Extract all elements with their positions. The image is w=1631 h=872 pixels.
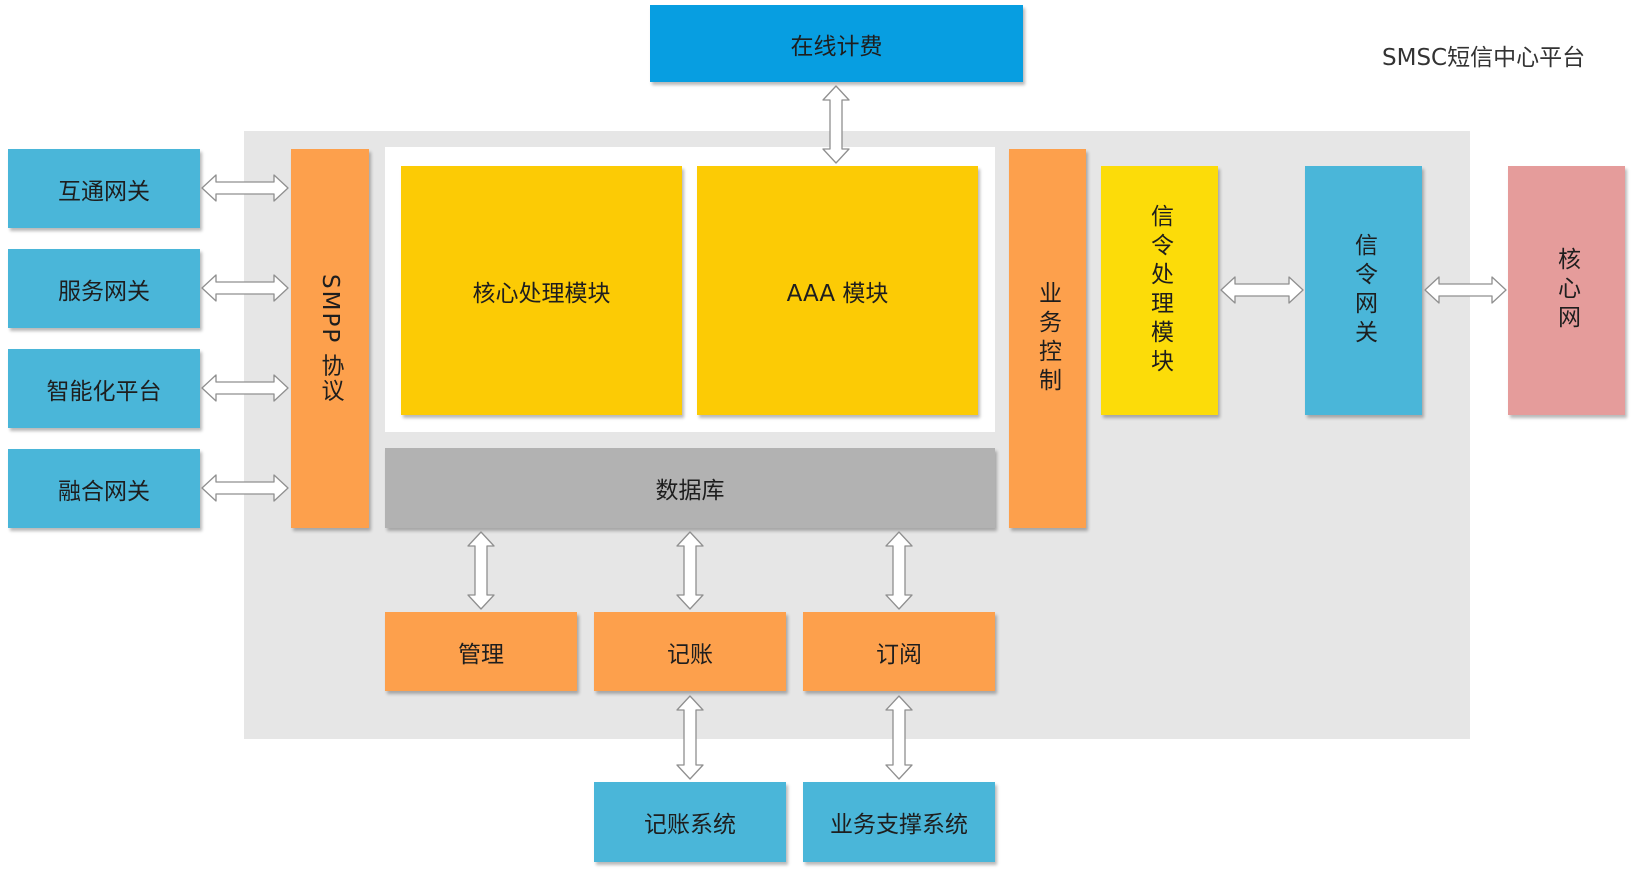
core-network-label: 核心网 [1553, 247, 1580, 334]
business-support-system-box: 业务支撑系统 [803, 782, 995, 862]
online-billing-box: 在线计费 [650, 5, 1023, 82]
business-control-label: 业务控制 [1034, 280, 1061, 397]
accounting-box: 记账 [594, 612, 786, 691]
core-network-box: 核心网 [1508, 166, 1625, 415]
smpp-protocol-label: SMPP 协议 [317, 273, 343, 404]
aaa-module-box: AAA 模块 [697, 166, 978, 415]
business-control-box: 业务控制 [1009, 149, 1086, 528]
gateway-interconnect-box: 互通网关 [8, 149, 200, 228]
accounting-system-box: 记账系统 [594, 782, 786, 862]
signaling-processing-label: 信令处理模块 [1146, 203, 1173, 378]
smpp-protocol-box: SMPP 协议 [291, 149, 369, 528]
signaling-gateway-box: 信令网关 [1305, 166, 1422, 415]
signaling-gateway-label: 信令网关 [1350, 232, 1377, 349]
management-box: 管理 [385, 612, 577, 691]
signaling-processing-box: 信令处理模块 [1101, 166, 1218, 415]
database-box: 数据库 [385, 448, 995, 528]
gateway-service-box: 服务网关 [8, 249, 200, 328]
gateway-converged-box: 融合网关 [8, 449, 200, 528]
intelligent-platform-box: 智能化平台 [8, 349, 200, 428]
platform-title: SMSC短信中心平台 [1382, 45, 1586, 71]
subscription-box: 订阅 [803, 612, 995, 691]
core-processing-box: 核心处理模块 [401, 166, 682, 415]
